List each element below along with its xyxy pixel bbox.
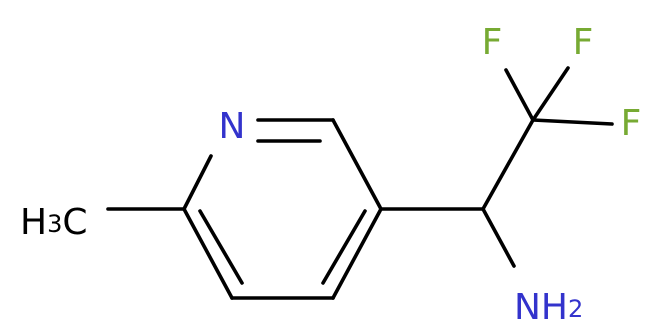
bond-c5-c4 (331, 207, 383, 300)
bond-c6-c5 (331, 118, 383, 211)
amine-subscript: 2 (568, 295, 583, 323)
methyl-label: H3C (20, 202, 88, 243)
bond-calpha-cf3 (481, 118, 535, 211)
fluorine-1-label: F (482, 22, 503, 63)
bond-c3-c2-inner (198, 209, 244, 285)
bond-c2-n1 (182, 154, 213, 211)
amine-label: NH2 (514, 287, 583, 328)
methyl-subscript: 3 (47, 210, 62, 238)
bond-c5-c4-inner (321, 209, 367, 285)
methyl-c: C (62, 202, 87, 243)
bond-cf3-f1 (504, 68, 535, 122)
bond-cf3-f3 (531, 118, 614, 126)
bond-calpha-amine (481, 207, 516, 268)
amine-nh: NH (514, 287, 568, 328)
fluorine-2-label: F (573, 22, 594, 63)
methyl-h: H (20, 202, 47, 243)
bond-c3-c2 (182, 207, 234, 300)
bond-cf3-f2 (531, 66, 570, 122)
nitrogen-ring-label: N (219, 106, 246, 147)
fluorine-3-label: F (621, 103, 642, 144)
